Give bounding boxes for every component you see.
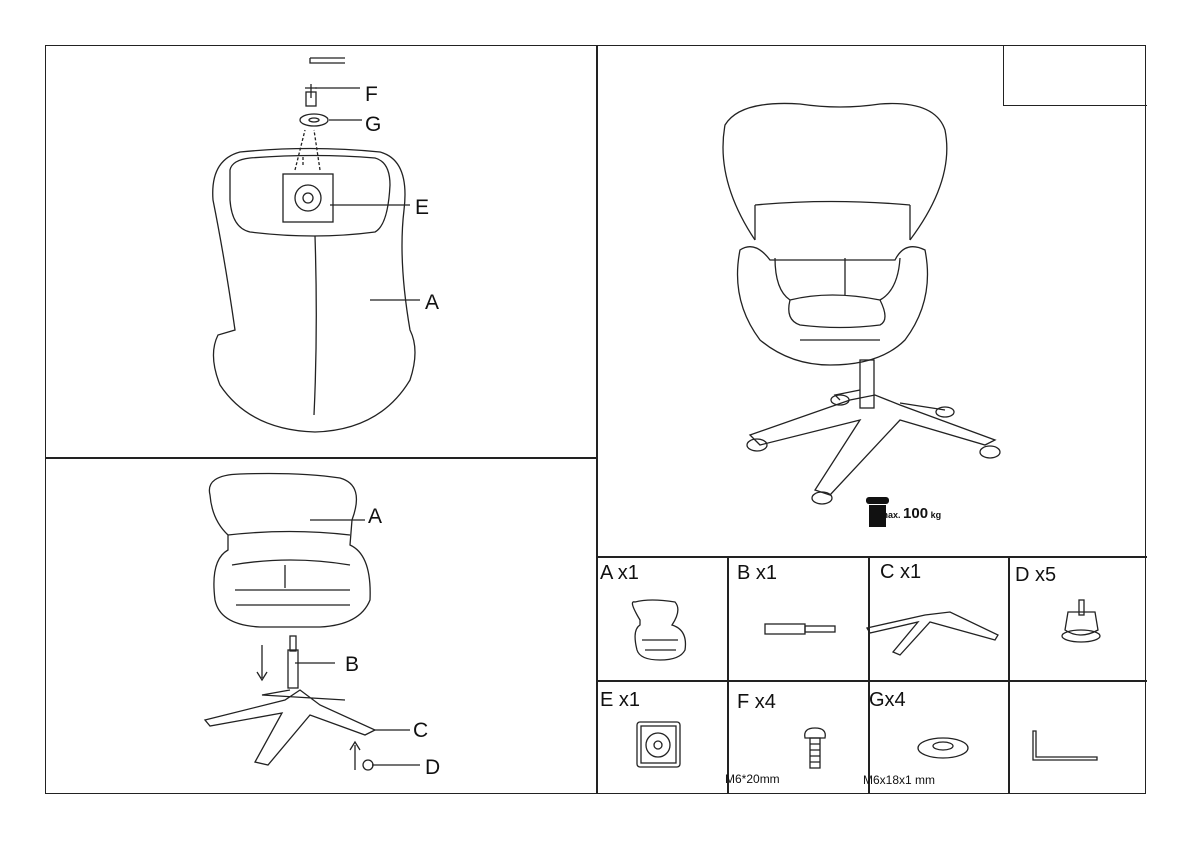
plate-icon bbox=[636, 721, 681, 768]
instruction-sheet-frame bbox=[45, 45, 1146, 794]
base-icon bbox=[865, 611, 999, 656]
part-e-count: E x1 bbox=[600, 689, 641, 711]
part-g-count: Gx4 bbox=[869, 689, 906, 711]
allen-key-icon bbox=[1032, 730, 1098, 761]
divider bbox=[596, 680, 1147, 682]
gas-lift-icon bbox=[764, 623, 836, 635]
divider bbox=[45, 457, 596, 459]
label-b: B bbox=[345, 653, 360, 676]
label-a: A bbox=[425, 291, 440, 314]
divider bbox=[727, 556, 729, 794]
screw-icon bbox=[804, 727, 826, 769]
label-d: D bbox=[425, 756, 441, 779]
label-f: F bbox=[365, 83, 378, 106]
label-c: C bbox=[413, 719, 429, 742]
divider bbox=[596, 45, 598, 794]
caster-icon bbox=[1061, 599, 1101, 643]
part-a-count: A x1 bbox=[600, 562, 639, 584]
step2-assembly-drawing bbox=[203, 472, 420, 771]
part-g-spec: M6x18x1 mm bbox=[863, 773, 936, 787]
part-b-count: B x1 bbox=[737, 562, 778, 584]
part-f-count: F x4 bbox=[737, 691, 776, 713]
max-load-label: max. 100 kg bbox=[880, 505, 941, 522]
label-e: E bbox=[415, 196, 430, 219]
page-number-box bbox=[1003, 45, 1147, 106]
divider bbox=[1008, 556, 1010, 794]
max-load-value: 100 bbox=[903, 505, 929, 522]
label-g: G bbox=[365, 113, 382, 136]
part-f-spec: M6*20mm bbox=[725, 772, 780, 786]
part-d-count: D x5 bbox=[1015, 564, 1057, 586]
weight-icon bbox=[869, 505, 886, 527]
divider bbox=[596, 556, 1147, 558]
max-load-unit: kg bbox=[930, 510, 942, 520]
part-c-count: C x1 bbox=[880, 561, 922, 583]
max-load-prefix: max. bbox=[880, 510, 901, 520]
step1-seat-underside-drawing bbox=[212, 57, 420, 433]
divider bbox=[868, 556, 870, 794]
assembled-chair-drawing bbox=[722, 102, 1001, 527]
label-a: A bbox=[368, 505, 383, 528]
washer-icon bbox=[917, 737, 969, 759]
chair-part-icon bbox=[631, 599, 687, 661]
